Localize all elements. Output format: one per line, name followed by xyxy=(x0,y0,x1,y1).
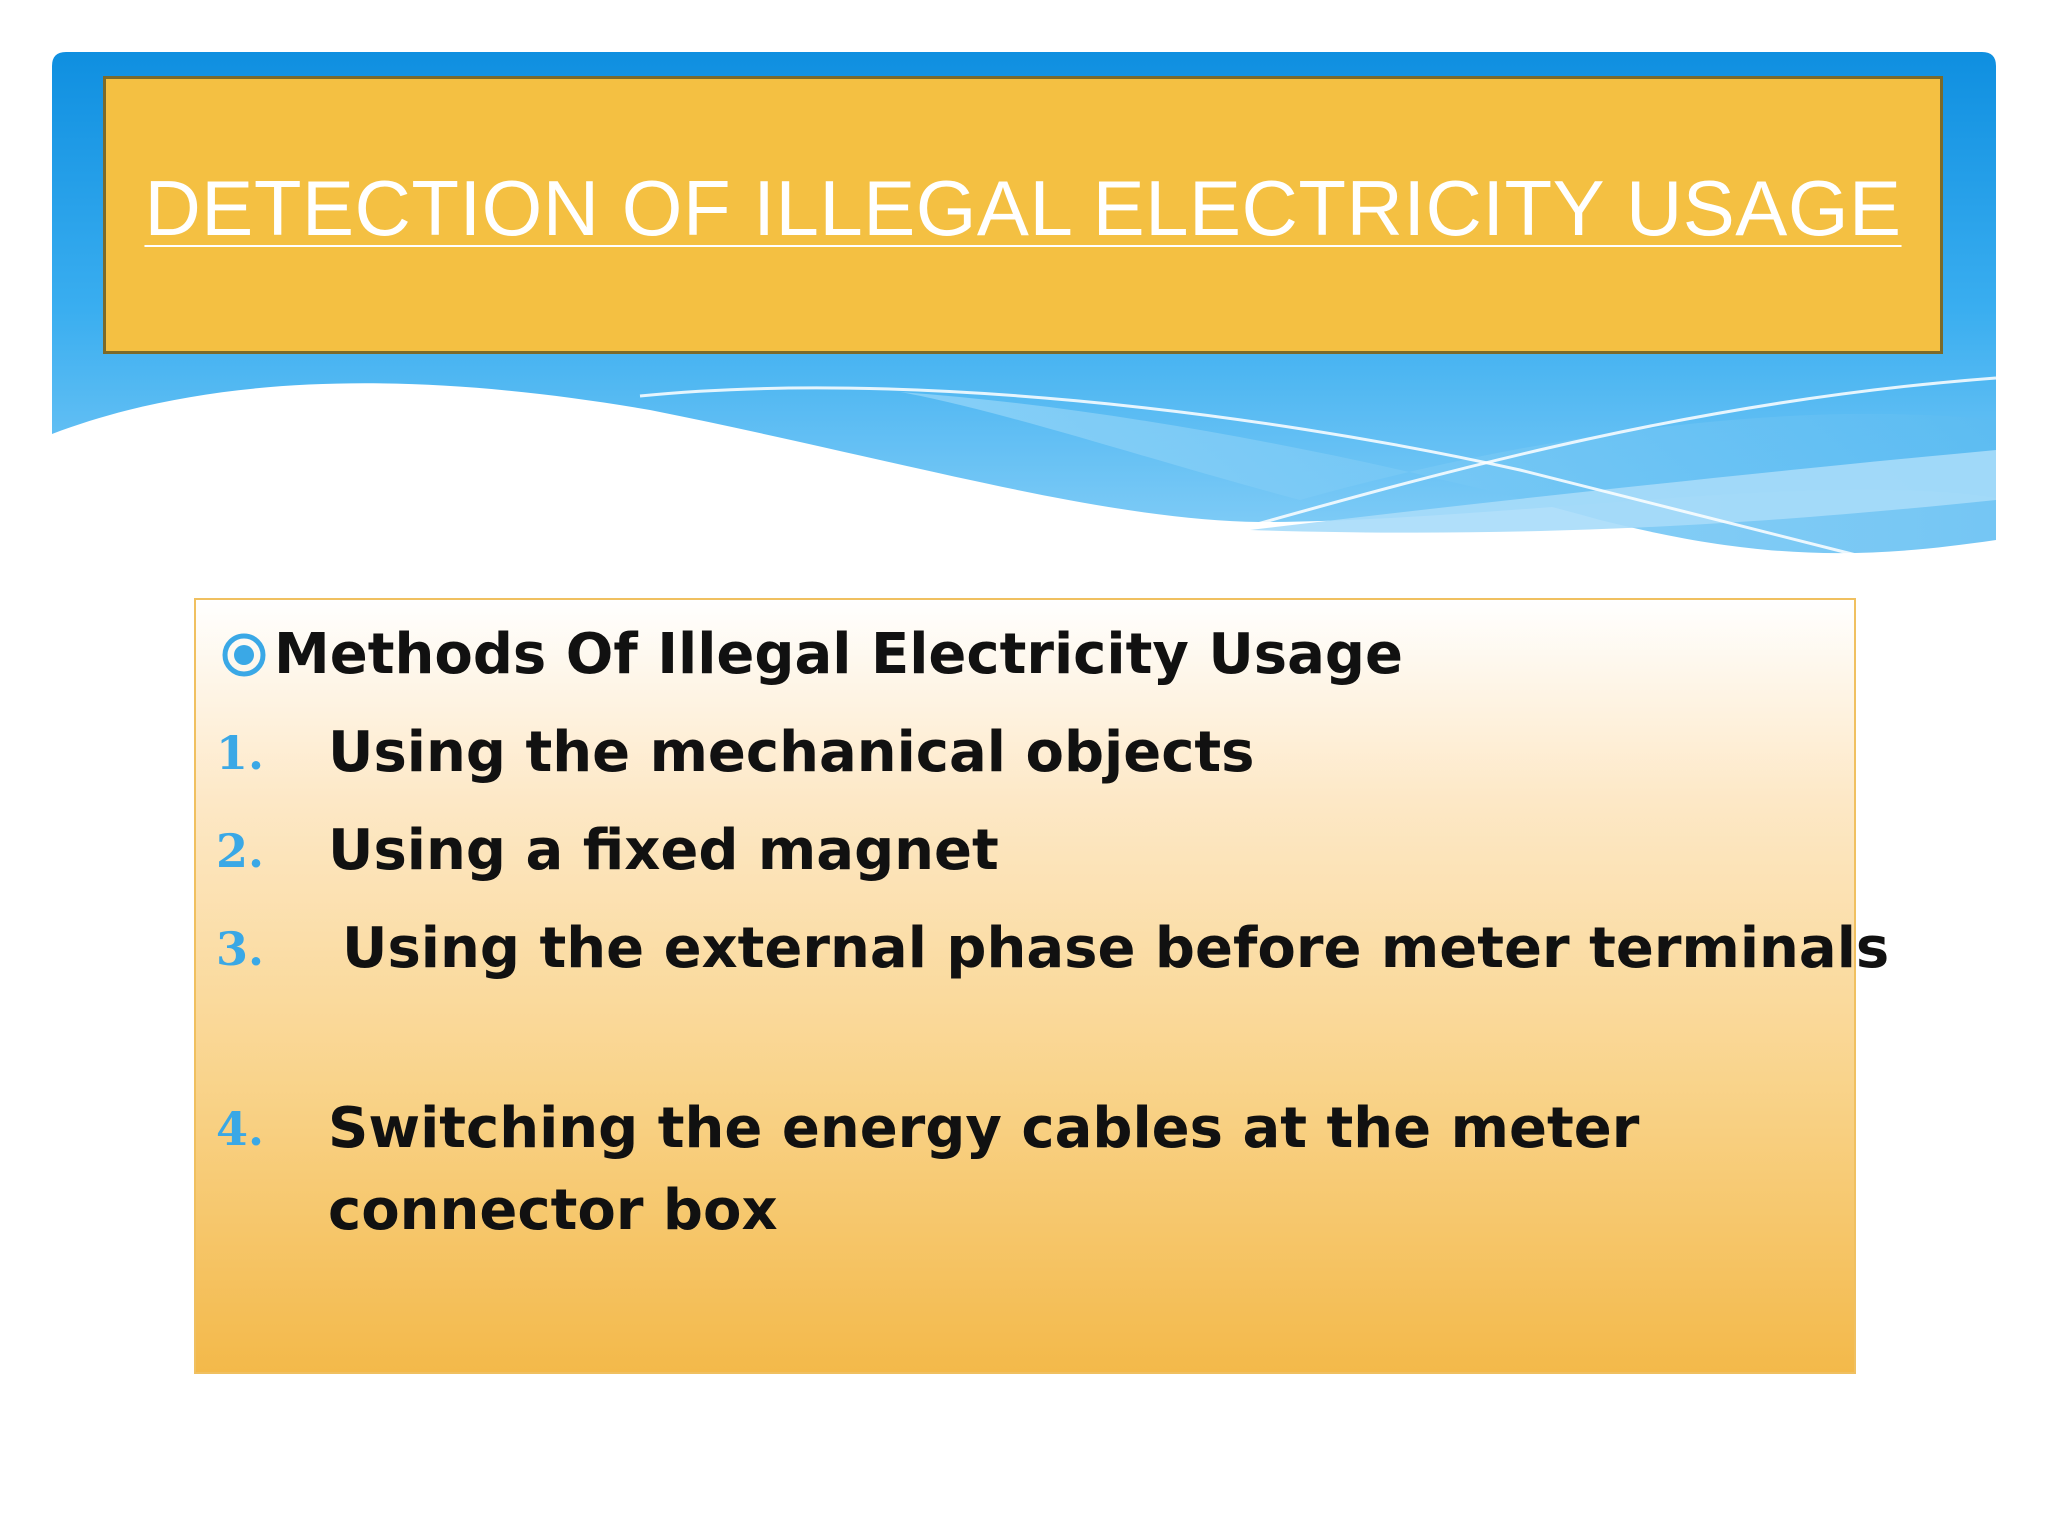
list-item-text-4-line-2: connector box xyxy=(328,1178,778,1243)
list-number-4: 4. xyxy=(216,1102,265,1156)
heading-row: Methods Of Illegal Electricity Usage xyxy=(220,622,1403,687)
slide-title: DETECTION OF ILLEGAL ELECTRICITY USAGE xyxy=(144,164,1902,252)
title-box: DETECTION OF ILLEGAL ELECTRICITY USAGE xyxy=(103,76,1943,354)
content-box: Methods Of Illegal Electricity Usage 1. … xyxy=(194,598,1889,1374)
list-number-3: 3. xyxy=(216,922,265,976)
list-number-2: 2. xyxy=(216,824,265,878)
list-item-4: 4. Switching the energy cables at the me… xyxy=(216,1088,1639,1252)
target-bullet-icon xyxy=(222,633,266,676)
list-item-1: 1. Using the mechanical objects xyxy=(216,712,1255,794)
list-item-text-2: Using a fixed magnet xyxy=(328,818,999,883)
list-item-text-3: Using the external phase before meter te… xyxy=(342,916,1890,981)
list-item-text-1: Using the mechanical objects xyxy=(328,720,1255,785)
list-item-2: 2. Using a fixed magnet xyxy=(216,810,999,892)
list-item-text-4: Switching the energy cables at the meter… xyxy=(328,1088,1639,1252)
list-item-3: 3. Using the external phase before meter… xyxy=(216,908,1889,990)
list-item-text-4-line-1: Switching the energy cables at the meter xyxy=(328,1096,1640,1161)
list-heading: Methods Of Illegal Electricity Usage xyxy=(274,622,1403,687)
list-number-1: 1. xyxy=(216,726,265,780)
